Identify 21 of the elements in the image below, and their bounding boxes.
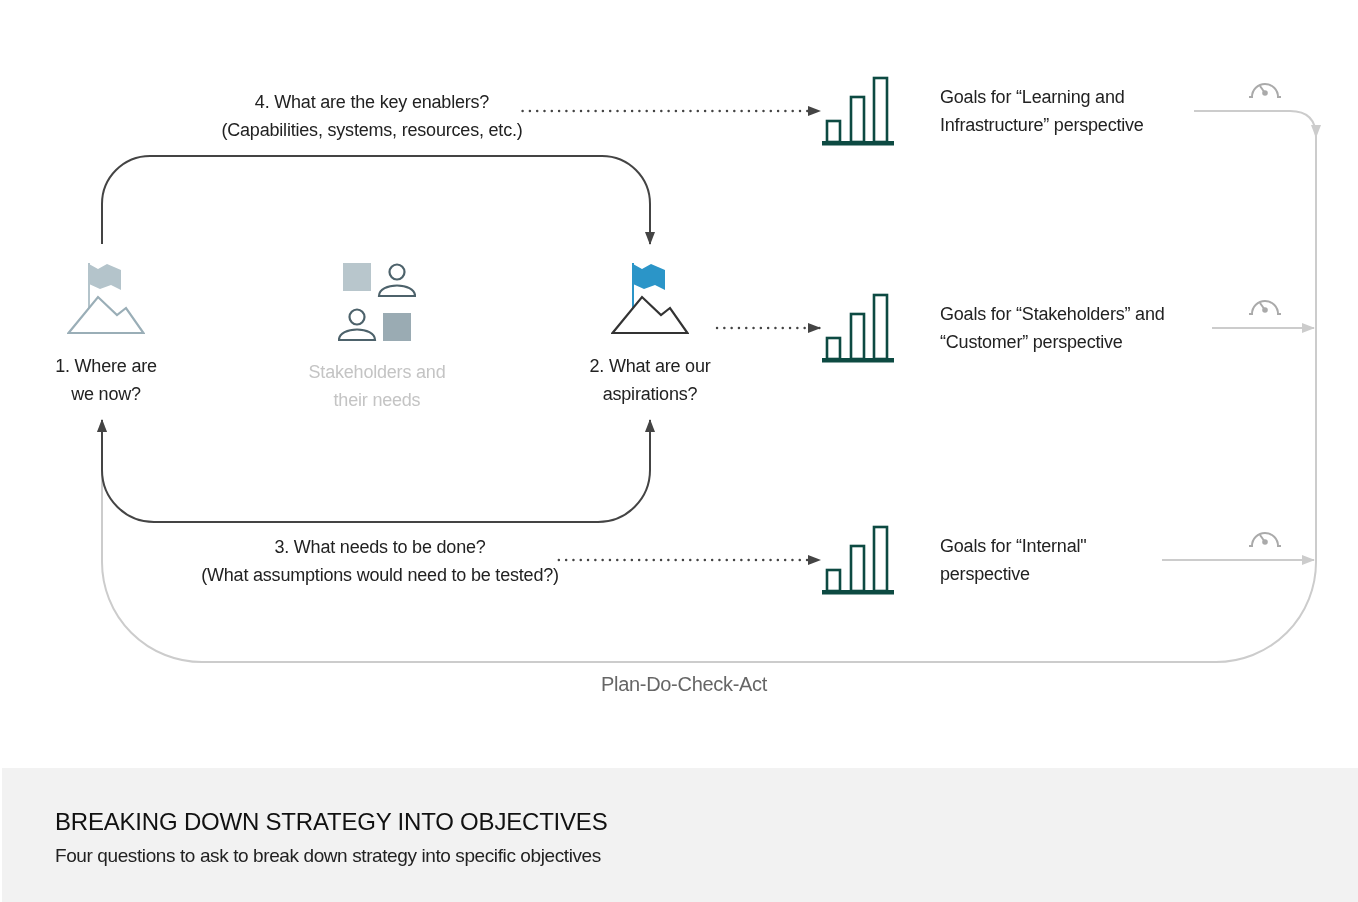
curved-arrow	[101, 155, 655, 245]
note-text: (Capabilities, systems, resources, etc.)	[221, 119, 523, 142]
feedback-arrow	[1161, 555, 1315, 565]
diagram-caption: Four questions to ask to break down strategy into specific objectives	[55, 844, 601, 868]
goal-text: Goals for “Internal" perspective	[940, 535, 1088, 586]
goal-text: Goals for “Learning and Infrastructure” perspective	[940, 86, 1145, 137]
question-text: 4. What are the key enablers?	[254, 91, 490, 114]
feedback-arrow	[1211, 323, 1315, 333]
loop-label: Plan-Do-Check-Act	[600, 672, 768, 697]
note-text: (What assumptions would need to be tested?)	[201, 564, 559, 587]
goal-text: Goals for “Stakeholders” and “Customer” perspective	[940, 303, 1166, 354]
dotted-arrow	[715, 323, 822, 333]
feedback-arrow	[1193, 110, 1321, 138]
question-text: 1. Where are we now?	[54, 355, 158, 406]
topic-text: Stakeholders and their needs	[307, 361, 447, 412]
question-text: 2. What are our aspirations?	[588, 355, 712, 406]
question-text: 3. What needs to be done?	[274, 536, 486, 559]
double-headed-arrow	[97, 419, 655, 523]
dotted-arrow	[557, 555, 822, 565]
diagram-title: BREAKING DOWN STRATEGY INTO OBJECTIVES	[55, 808, 608, 836]
dotted-arrow	[521, 106, 822, 116]
